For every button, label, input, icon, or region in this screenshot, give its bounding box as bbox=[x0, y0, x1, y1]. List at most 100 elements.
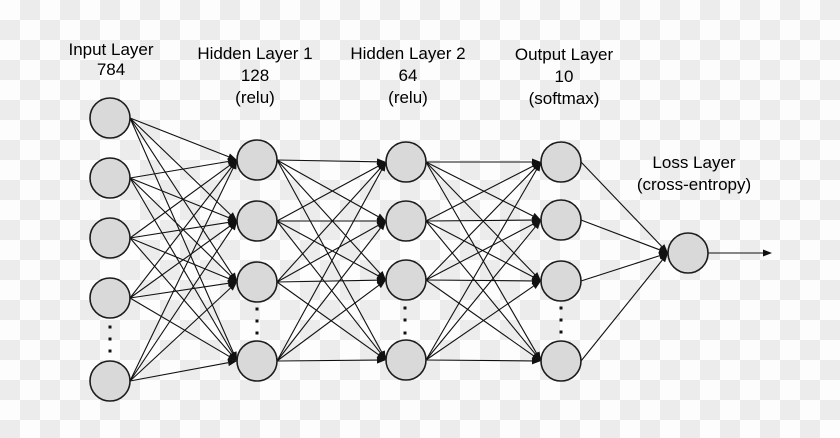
hidden1-ellipsis-dot bbox=[255, 307, 259, 311]
edge-hidden2-to-output bbox=[425, 168, 536, 281]
edge-input-to-hidden1 bbox=[129, 177, 231, 277]
output-ellipsis-dot bbox=[559, 318, 563, 322]
edge-hidden2-to-output bbox=[425, 169, 537, 361]
edge-input-to-hidden1 bbox=[129, 177, 229, 219]
hidden2-neuron-node bbox=[385, 259, 427, 301]
arrowhead-icon bbox=[531, 357, 541, 365]
input-neuron-node bbox=[89, 217, 131, 259]
input-ellipsis-dot bbox=[108, 337, 112, 341]
edge-hidden2-to-output bbox=[425, 220, 536, 355]
edge-input-to-hidden1 bbox=[129, 221, 229, 239]
hidden2-ellipsis-dot bbox=[403, 306, 407, 310]
loss-label-line: (cross-entropy) bbox=[637, 175, 751, 194]
edge-hidden1-to-hidden2 bbox=[276, 220, 381, 354]
edge-hidden2-to-output bbox=[425, 165, 534, 222]
edge-input-to-hidden1 bbox=[129, 117, 229, 158]
edge-hidden2-to-output bbox=[425, 226, 536, 361]
edge-hidden1-to-hidden2 bbox=[276, 168, 381, 283]
edge-hidden2-to-output bbox=[425, 220, 534, 278]
input-neuron-node bbox=[89, 360, 131, 402]
edge-input-to-hidden1 bbox=[129, 228, 233, 382]
hidden2-neuron-node bbox=[385, 200, 427, 242]
edge-hidden1-to-hidden2 bbox=[276, 279, 378, 283]
edge-input-to-hidden1 bbox=[129, 297, 230, 357]
edge-output-to-loss bbox=[580, 161, 663, 247]
edge-hidden2-to-output bbox=[425, 279, 534, 357]
arrowhead-icon bbox=[377, 221, 386, 231]
hidden1-neuron-node bbox=[236, 200, 278, 242]
input-ellipsis-dot bbox=[108, 325, 112, 329]
output-label-line: (softmax) bbox=[529, 89, 600, 108]
arrowhead-icon bbox=[227, 214, 237, 221]
edge-hidden1-to-hidden2 bbox=[276, 224, 379, 283]
edge-hidden1-to-hidden2 bbox=[276, 227, 381, 362]
edge-output-to-loss bbox=[580, 219, 660, 251]
edge-input-to-hidden1 bbox=[129, 362, 229, 382]
arrowhead-icon bbox=[228, 212, 237, 221]
edge-hidden2-to-output bbox=[425, 161, 536, 275]
arrowhead-icon bbox=[763, 249, 772, 257]
arrowhead-icon bbox=[376, 280, 386, 289]
output-ellipsis-dot bbox=[559, 306, 563, 310]
edge-input-to-hidden1 bbox=[129, 160, 229, 179]
arrowhead-icon bbox=[659, 253, 668, 263]
hidden1-neuron-node bbox=[236, 139, 278, 181]
arrowhead-icon bbox=[229, 221, 237, 231]
input-neuron-node bbox=[89, 277, 131, 319]
edge-input-to-hidden1 bbox=[129, 287, 231, 382]
output-neuron-node bbox=[540, 340, 582, 382]
edge-output-to-loss bbox=[580, 259, 663, 362]
arrowhead-icon bbox=[533, 162, 541, 172]
hidden1-label-line: (relu) bbox=[235, 88, 275, 107]
input-ellipsis-dot bbox=[108, 349, 112, 353]
hidden2-label-line: 64 bbox=[399, 66, 418, 85]
arrowhead-icon bbox=[227, 353, 237, 361]
input-label-line: Input Layer bbox=[68, 40, 153, 59]
edge-hidden2-to-output bbox=[425, 359, 533, 362]
output-neuron-node bbox=[540, 260, 582, 302]
hidden2-neuron-node bbox=[385, 141, 427, 183]
arrowhead-icon bbox=[228, 273, 237, 282]
hidden1-neuron-node bbox=[236, 261, 278, 303]
hidden2-ellipsis-dot bbox=[403, 318, 407, 322]
input-neuron-node bbox=[89, 97, 131, 139]
edge-input-to-hidden1 bbox=[129, 177, 233, 354]
edge-input-to-hidden1 bbox=[129, 237, 229, 280]
hidden1-ellipsis-dot bbox=[255, 319, 259, 323]
output-neuron-node bbox=[540, 141, 582, 183]
loss-label-line: Loss Layer bbox=[652, 153, 735, 172]
hidden1-ellipsis-dot bbox=[255, 331, 259, 335]
edge-hidden1-to-hidden2 bbox=[276, 284, 380, 362]
edge-hidden1-to-hidden2 bbox=[276, 159, 378, 163]
arrowhead-icon bbox=[227, 153, 237, 160]
edge-input-to-hidden1 bbox=[129, 282, 229, 299]
hidden2-label-line: (relu) bbox=[388, 88, 428, 107]
edge-hidden1-to-hidden2 bbox=[276, 220, 379, 277]
edge-input-to-hidden1 bbox=[129, 117, 233, 275]
output-label-line: Output Layer bbox=[515, 45, 614, 64]
edge-input-to-hidden1 bbox=[129, 164, 231, 239]
input-label-line: 784 bbox=[97, 60, 125, 79]
edge-input-to-hidden1 bbox=[129, 166, 232, 299]
edge-input-to-hidden1 bbox=[129, 117, 231, 216]
input-neuron-node bbox=[89, 157, 131, 199]
arrowhead-icon bbox=[229, 160, 237, 170]
arrowhead-icon bbox=[532, 220, 541, 230]
edge-hidden2-to-output bbox=[425, 223, 534, 281]
arrowhead-icon bbox=[658, 246, 668, 254]
edge-hidden2-to-output bbox=[425, 161, 537, 354]
edge-input-to-hidden1 bbox=[129, 237, 232, 355]
hidden1-label-line: 128 bbox=[241, 66, 269, 85]
edge-hidden1-to-hidden2 bbox=[276, 281, 380, 356]
arrowhead-icon bbox=[227, 275, 237, 282]
arrowhead-icon bbox=[531, 281, 541, 289]
edge-hidden2-to-output bbox=[425, 279, 533, 282]
arrowhead-icon bbox=[659, 244, 668, 253]
edge-hidden2-to-output bbox=[425, 219, 533, 222]
edge-input-to-hidden1 bbox=[129, 167, 234, 382]
output-ellipsis-dot bbox=[559, 330, 563, 334]
edge-hidden1-to-hidden2 bbox=[276, 165, 379, 222]
edge-hidden1-to-hidden2 bbox=[276, 359, 378, 362]
